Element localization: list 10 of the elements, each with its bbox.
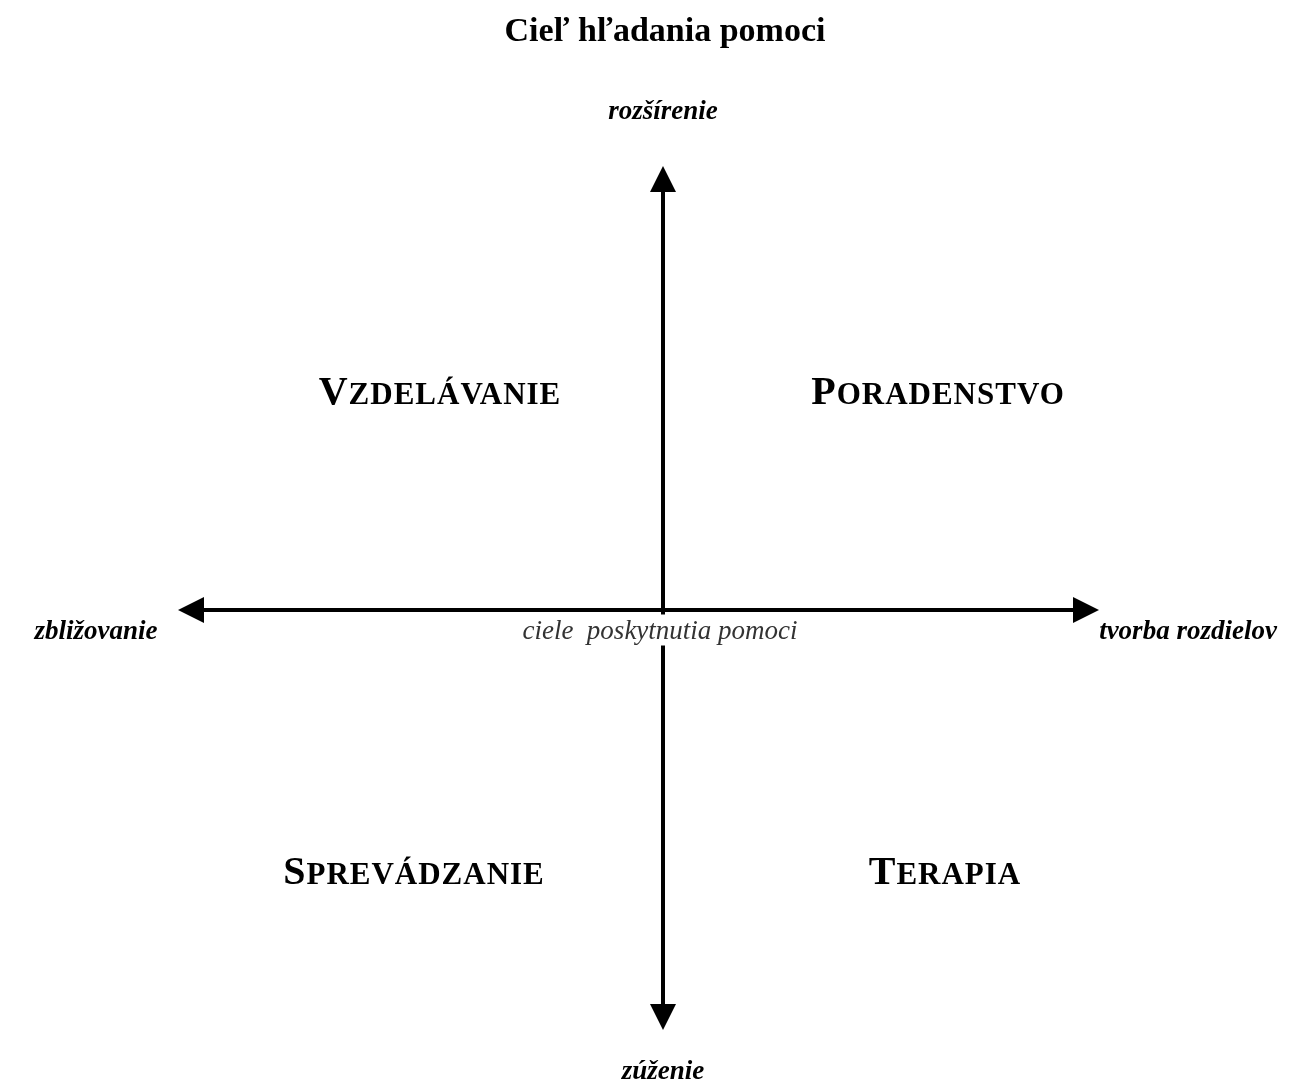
quadrant-label: TERAPIA xyxy=(868,846,1022,894)
axis-end-label: zbližovanie xyxy=(34,614,158,646)
axis-end-label: zúženie xyxy=(621,1054,705,1086)
diagram-title: Cieľ hľadania pomoci xyxy=(504,11,826,49)
quadrant-label: VZDELÁVANIE xyxy=(318,366,562,414)
quadrant-label: PORADENSTVO xyxy=(811,366,1065,414)
quadrant-label: SPREVÁDZANIE xyxy=(283,846,545,894)
axis-end-label: rozšírenie xyxy=(608,94,718,126)
axis-label: ciele poskytnutia pomoci xyxy=(522,614,798,646)
axis-end-label: tvorba rozdielov xyxy=(1099,614,1277,646)
